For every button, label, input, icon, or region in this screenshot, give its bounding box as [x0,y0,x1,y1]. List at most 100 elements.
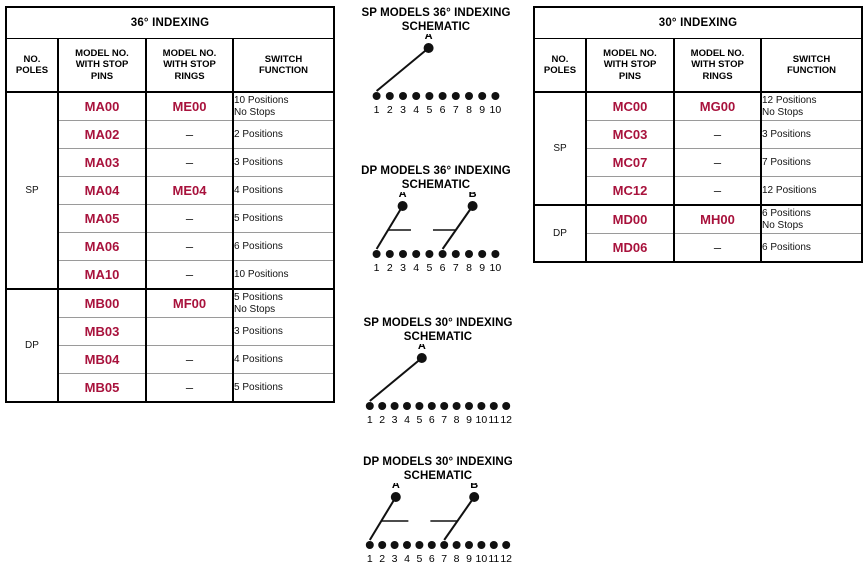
terminal-number: 8 [454,414,460,426]
terminal-number: 12 [500,553,512,565]
pole-label-a: A [392,483,400,491]
switch-function: 3 Positions [759,120,864,149]
terminal-number: 9 [479,262,485,274]
wiper-arm-b [443,496,476,541]
model-stop-pins: MA06 [57,232,147,261]
terminal-number: 10 [490,262,502,274]
pole-label-a: A [425,34,433,42]
switch-function: 4 Positions [231,176,336,205]
table-row: MA06–6 Positions [6,232,336,261]
terminal-number: 1 [367,553,373,565]
model-stop-rings: – [145,204,234,233]
model-stop-pins: MB03 [57,317,147,346]
terminal-number: 1 [374,262,380,274]
switch-function: 5 Positions [231,204,336,233]
terminal-dot [465,402,473,410]
switch-function: 5 Positions [231,373,336,403]
table-row: MA02–2 Positions [6,120,336,149]
terminal-number: 2 [387,262,393,274]
terminal-number: 1 [367,414,373,426]
switch-function: 3 Positions [231,148,336,177]
terminal-dot [365,402,374,410]
terminal-number: 6 [429,414,435,426]
terminal-dot [489,402,498,410]
terminal-dot [438,250,447,258]
terminal-dot [399,250,407,258]
pole-dot-b [469,492,480,502]
terminal-dot [427,541,436,549]
terminal-dot [403,402,411,410]
pole-label-b: B [469,192,477,200]
pole-dot-a [397,201,408,211]
header-no-poles: NO.POLES [533,38,587,93]
model-stop-pins: MA00 [57,92,147,121]
table-row: MA10–10 Positions [6,260,336,289]
terminal-dot [477,402,486,410]
terminal-dot [412,250,421,258]
terminal-dot [415,402,424,410]
model-stop-pins: MA02 [57,120,147,149]
terminal-number: 8 [466,262,472,274]
terminal-dot [425,92,434,100]
table-row: MA05–5 Positions [6,204,336,233]
model-stop-rings: MF00 [145,288,234,318]
terminal-dot [372,92,381,100]
model-stop-rings: – [673,148,762,177]
terminal-number: 2 [379,414,385,426]
model-stop-pins: MB04 [57,345,147,374]
wiper-arm-b [441,205,474,250]
terminal-number: 5 [426,104,432,116]
terminal-dot [477,541,486,549]
header-no-poles: NO.POLES [5,38,59,93]
terminal-dot [451,92,460,100]
switch-function: 3 Positions [231,317,336,346]
pole-label-a: A [399,192,407,200]
model-stop-pins: MC03 [585,120,675,149]
terminal-dot [465,92,473,100]
switch-function: 12 Positions [759,176,864,205]
terminal-number: 7 [441,414,447,426]
terminal-number: 6 [440,104,446,116]
model-stop-rings: – [145,260,234,289]
table-title: 30° INDEXING [532,6,864,39]
poles-cell: DP [533,204,587,263]
poles-cell: SP [5,92,59,289]
terminal-number: 10 [476,553,488,565]
terminal-number: 10 [476,414,488,426]
model-stop-rings: MH00 [673,204,762,234]
model-stop-pins: MA03 [57,148,147,177]
terminal-dot [372,250,381,258]
wiper-arm-a [375,47,430,92]
terminal-number: 1 [374,104,380,116]
model-stop-rings: – [145,373,234,403]
table-row: MC12–12 Positions [534,176,864,205]
terminal-number: 8 [454,553,460,565]
terminal-dot [465,541,473,549]
terminal-number: 2 [379,553,385,565]
terminal-number: 3 [400,104,406,116]
terminal-dot [489,541,498,549]
model-stop-rings: – [145,232,234,261]
model-stop-pins: MB05 [57,373,147,403]
terminal-number: 5 [416,553,422,565]
terminal-number: 9 [466,553,472,565]
model-stop-rings: – [145,148,234,177]
terminal-number: 8 [466,104,472,116]
